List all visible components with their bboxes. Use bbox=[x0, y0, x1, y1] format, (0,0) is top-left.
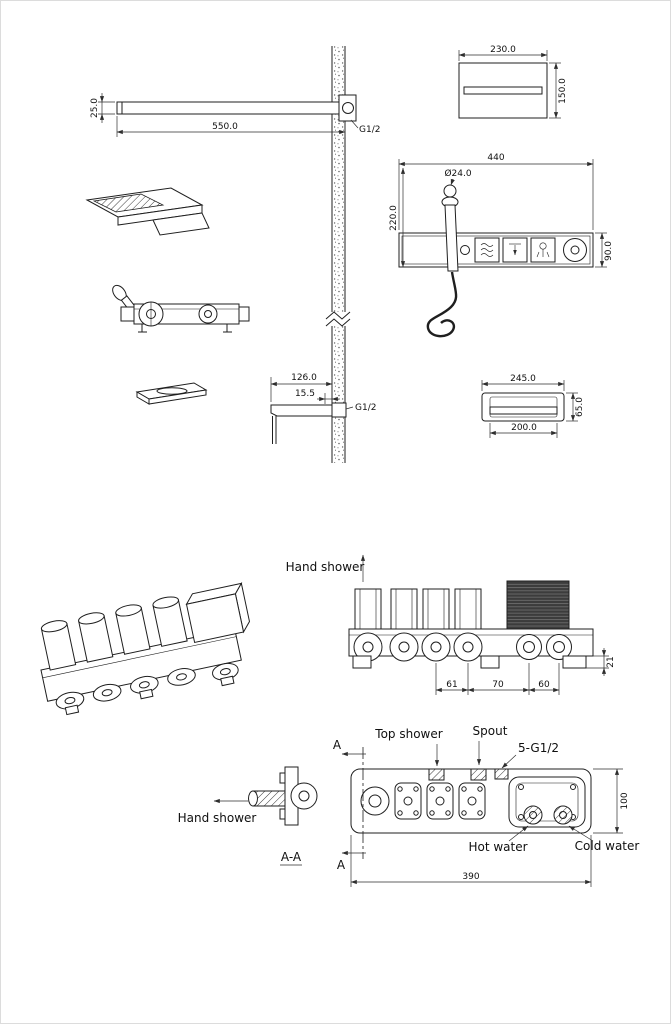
head-width-dim: 230.0 bbox=[490, 45, 516, 55]
label-spout: Spout bbox=[473, 724, 508, 766]
dim-body-depth: 100 bbox=[593, 768, 630, 834]
label-hand-shower-side: Hand shower bbox=[178, 798, 257, 825]
dim-valve-height: 220.0 bbox=[389, 167, 406, 268]
dim-spout-inner-width: 200.0 bbox=[489, 423, 558, 438]
dim-spout-step: 15.5 bbox=[295, 389, 340, 404]
label-arm-thread: G1/2 bbox=[350, 119, 380, 135]
hand-shower-side-label: Hand shower bbox=[178, 811, 257, 825]
pitch-2-dim: 70 bbox=[492, 680, 504, 690]
hand-shower-hose bbox=[426, 271, 458, 338]
cold-water-label: Cold water bbox=[575, 839, 640, 853]
spout-top-view bbox=[481, 392, 565, 422]
dim-arm-height: 25.0 bbox=[90, 93, 115, 123]
hand-shower-section-view bbox=[248, 766, 318, 826]
valve-width-dim: 440 bbox=[487, 153, 504, 163]
label-hot-water: Hot water bbox=[468, 825, 529, 854]
arm-thread-label: G1/2 bbox=[359, 125, 380, 135]
panel-icon-wave bbox=[480, 243, 494, 257]
spout-thread-label: G1/2 bbox=[355, 403, 376, 413]
hand-shower-on-holder bbox=[426, 184, 459, 338]
valve-height-dim: 220.0 bbox=[389, 205, 399, 231]
valve-plan-view bbox=[350, 768, 592, 834]
dim-head-width: 230.0 bbox=[458, 45, 548, 61]
dim-valve-width: 440 bbox=[398, 153, 594, 230]
valve-assembly-side-view bbox=[112, 284, 250, 333]
waterfall-head-view bbox=[85, 187, 210, 236]
head-depth-dim: 150.0 bbox=[558, 78, 568, 104]
thread-port bbox=[494, 768, 509, 780]
shower-head-top-view bbox=[458, 62, 548, 119]
spout-width-dim: 245.0 bbox=[510, 374, 536, 384]
hand-shower-top-label: Hand shower bbox=[286, 560, 365, 574]
spout-depth-dim: 65.0 bbox=[575, 397, 585, 417]
panel-icon-spout bbox=[509, 243, 521, 256]
panel-icon-handshower bbox=[536, 242, 550, 258]
panel-knob bbox=[563, 238, 587, 262]
valve-panel-front-view bbox=[398, 232, 594, 268]
thread-note-label: 5-G1/2 bbox=[518, 741, 559, 755]
dim-spout-depth: 65.0 bbox=[566, 392, 585, 422]
holder-dia-dim: Ø24.0 bbox=[444, 168, 471, 179]
dim-body-width: 390 bbox=[350, 835, 592, 887]
top-shower-port bbox=[428, 768, 445, 781]
spout-side-view bbox=[270, 402, 347, 444]
dim-spout-width: 245.0 bbox=[481, 374, 565, 391]
flange-height-dim: 21 bbox=[606, 656, 616, 667]
dim-flange-height: 21 bbox=[586, 648, 616, 676]
section-line-a: A A bbox=[333, 738, 366, 872]
arm-length-dim: 550.0 bbox=[212, 122, 238, 132]
dim-valve-pitches: 61 70 60 bbox=[435, 663, 560, 695]
control-knob bbox=[506, 580, 570, 630]
panel-height-dim: 90.0 bbox=[604, 241, 614, 261]
section-marker-bottom: A bbox=[337, 858, 346, 872]
label-hand-shower-top: Hand shower bbox=[286, 554, 366, 582]
wall-section bbox=[325, 46, 351, 463]
mounting-bracket-view bbox=[135, 382, 208, 405]
dim-arm-length: 550.0 bbox=[116, 116, 346, 137]
cold-water-port bbox=[553, 805, 573, 825]
body-width-dim: 390 bbox=[462, 872, 479, 882]
spout-port bbox=[470, 768, 487, 781]
hot-water-port bbox=[523, 805, 543, 825]
shower-arm-side-view bbox=[116, 94, 357, 122]
label-top-shower: Top shower bbox=[374, 727, 443, 767]
spout-inner-width-dim: 200.0 bbox=[511, 423, 537, 433]
spout-label: Spout bbox=[473, 724, 508, 738]
valve-front-view bbox=[348, 580, 594, 669]
body-depth-dim: 100 bbox=[620, 792, 630, 809]
section-name-label: A-A bbox=[281, 850, 302, 864]
label-spout-thread: G1/2 bbox=[345, 403, 376, 413]
dim-panel-height: 90.0 bbox=[595, 232, 614, 268]
valve-isometric-view bbox=[40, 582, 251, 716]
spout-step-dim: 15.5 bbox=[295, 389, 315, 399]
spout-length-dim: 126.0 bbox=[291, 373, 317, 383]
label-thread-note: 5-G1/2 bbox=[501, 741, 559, 769]
label-section-name: A-A bbox=[280, 850, 302, 866]
pitch-1-dim: 61 bbox=[446, 680, 457, 690]
section-marker-top: A bbox=[333, 738, 342, 752]
top-shower-label: Top shower bbox=[374, 727, 442, 741]
dim-holder-dia: Ø24.0 bbox=[444, 168, 472, 186]
pitch-3-dim: 60 bbox=[538, 680, 550, 690]
dim-head-depth: 150.0 bbox=[549, 62, 568, 119]
hot-water-label: Hot water bbox=[468, 840, 527, 854]
arm-height-dim: 25.0 bbox=[90, 98, 100, 118]
dim-spout-length: 126.0 bbox=[270, 373, 333, 402]
